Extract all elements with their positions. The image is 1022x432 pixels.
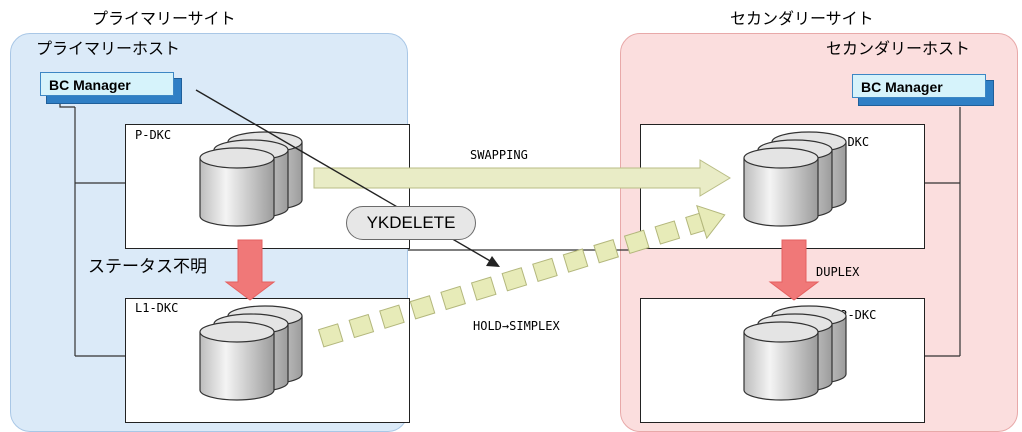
secondary-site-title: セカンダリーサイト [730,9,874,28]
l2-dkc-volume-icon [743,305,847,401]
hold-simplex-label: HOLD→SIMPLEX [473,319,560,333]
ykdelete-arrowhead [486,256,500,267]
secondary-host-title: セカンダリーホスト [826,39,971,58]
swapping-label: SWAPPING [470,148,528,162]
secondary-bc-manager: BC Manager [852,74,994,106]
p-dkc-volume-icon [199,131,303,227]
secondary-bc-manager-label: BC Manager [852,74,986,98]
duplex-label: DUPLEX [816,265,860,279]
hold-simplex-dashed-arrow [317,204,726,348]
status-unknown-label: ステータス不明 [88,257,207,277]
primary-bc-manager: BC Manager [40,72,182,104]
primary-bc-manager-label: BC Manager [40,72,174,96]
s-dkc-volume-icon [743,131,847,227]
ykdelete-command-badge: YKDELETE [346,206,476,240]
l1-dkc-volume-icon [199,305,303,401]
swapping-arrow [313,159,731,197]
l1-dkc-label: L1-DKC [135,301,179,315]
primary-site-title: プライマリーサイト [92,9,236,28]
primary-host-connector [59,95,130,357]
p-dkc-label: P-DKC [135,128,172,142]
primary-host-title: プライマリーホスト [36,39,181,58]
s-to-l2-pair-arrow [768,239,820,301]
p-to-l1-pair-arrow [224,239,276,301]
